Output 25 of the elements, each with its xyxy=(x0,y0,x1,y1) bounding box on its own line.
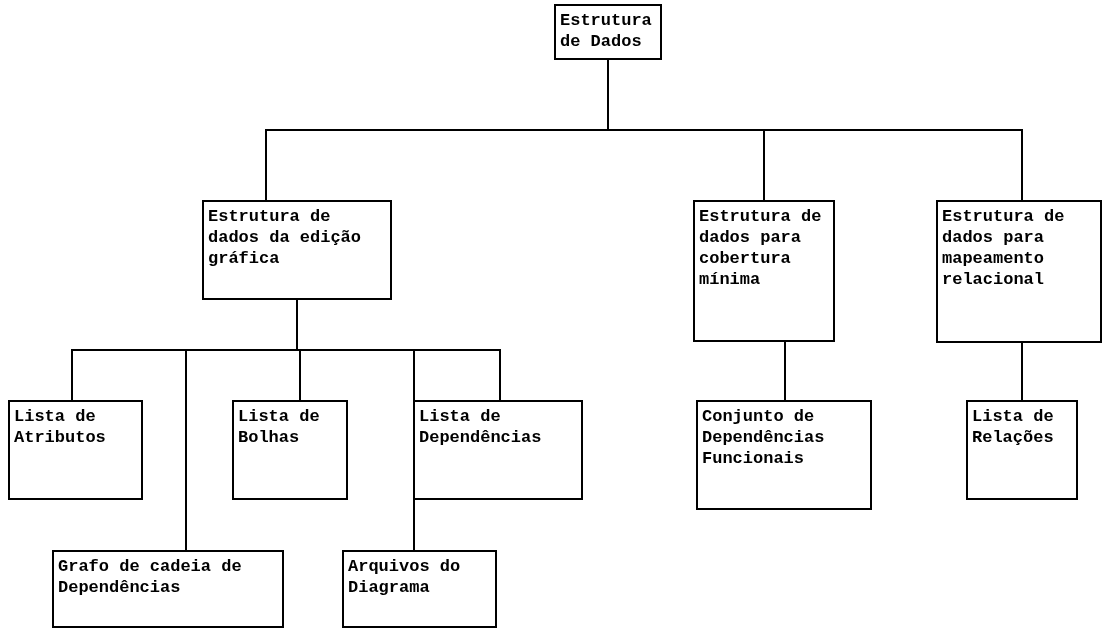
hierarchy-box xyxy=(52,550,284,628)
hierarchy-box xyxy=(202,200,392,300)
hierarchy-box xyxy=(696,400,872,510)
box-label: Conjunto de Dependências Funcionais xyxy=(702,406,826,469)
connector-line xyxy=(296,299,501,401)
hierarchy-box xyxy=(936,200,1102,343)
box-label: Estrutura de Dados xyxy=(560,10,653,52)
box-label: Estrutura de dados para cobertura mínima xyxy=(699,206,823,290)
box-label: Estrutura de dados da edição gráfica xyxy=(208,206,363,269)
hierarchy-box xyxy=(693,200,835,342)
hierarchy-box xyxy=(342,550,497,628)
hierarchy-box xyxy=(554,4,662,60)
hierarchy-box xyxy=(413,400,583,500)
box-label: Lista de Relações xyxy=(972,406,1055,448)
box-label: Lista de Dependências xyxy=(419,406,543,448)
hierarchy-box xyxy=(8,400,143,500)
box-label: Lista de Bolhas xyxy=(238,406,321,448)
hierarchy-box xyxy=(232,400,348,500)
hierarchy-box xyxy=(966,400,1078,500)
connector-line xyxy=(1021,342,1023,401)
box-label: Arquivos do Diagrama xyxy=(348,556,462,598)
box-label: Grafo de cadeia de Dependências xyxy=(58,556,243,598)
box-label: Estrutura de dados para mapeamento relacional xyxy=(942,206,1066,290)
box-label: Lista de Atributos xyxy=(14,406,107,448)
connector-line xyxy=(784,341,786,401)
